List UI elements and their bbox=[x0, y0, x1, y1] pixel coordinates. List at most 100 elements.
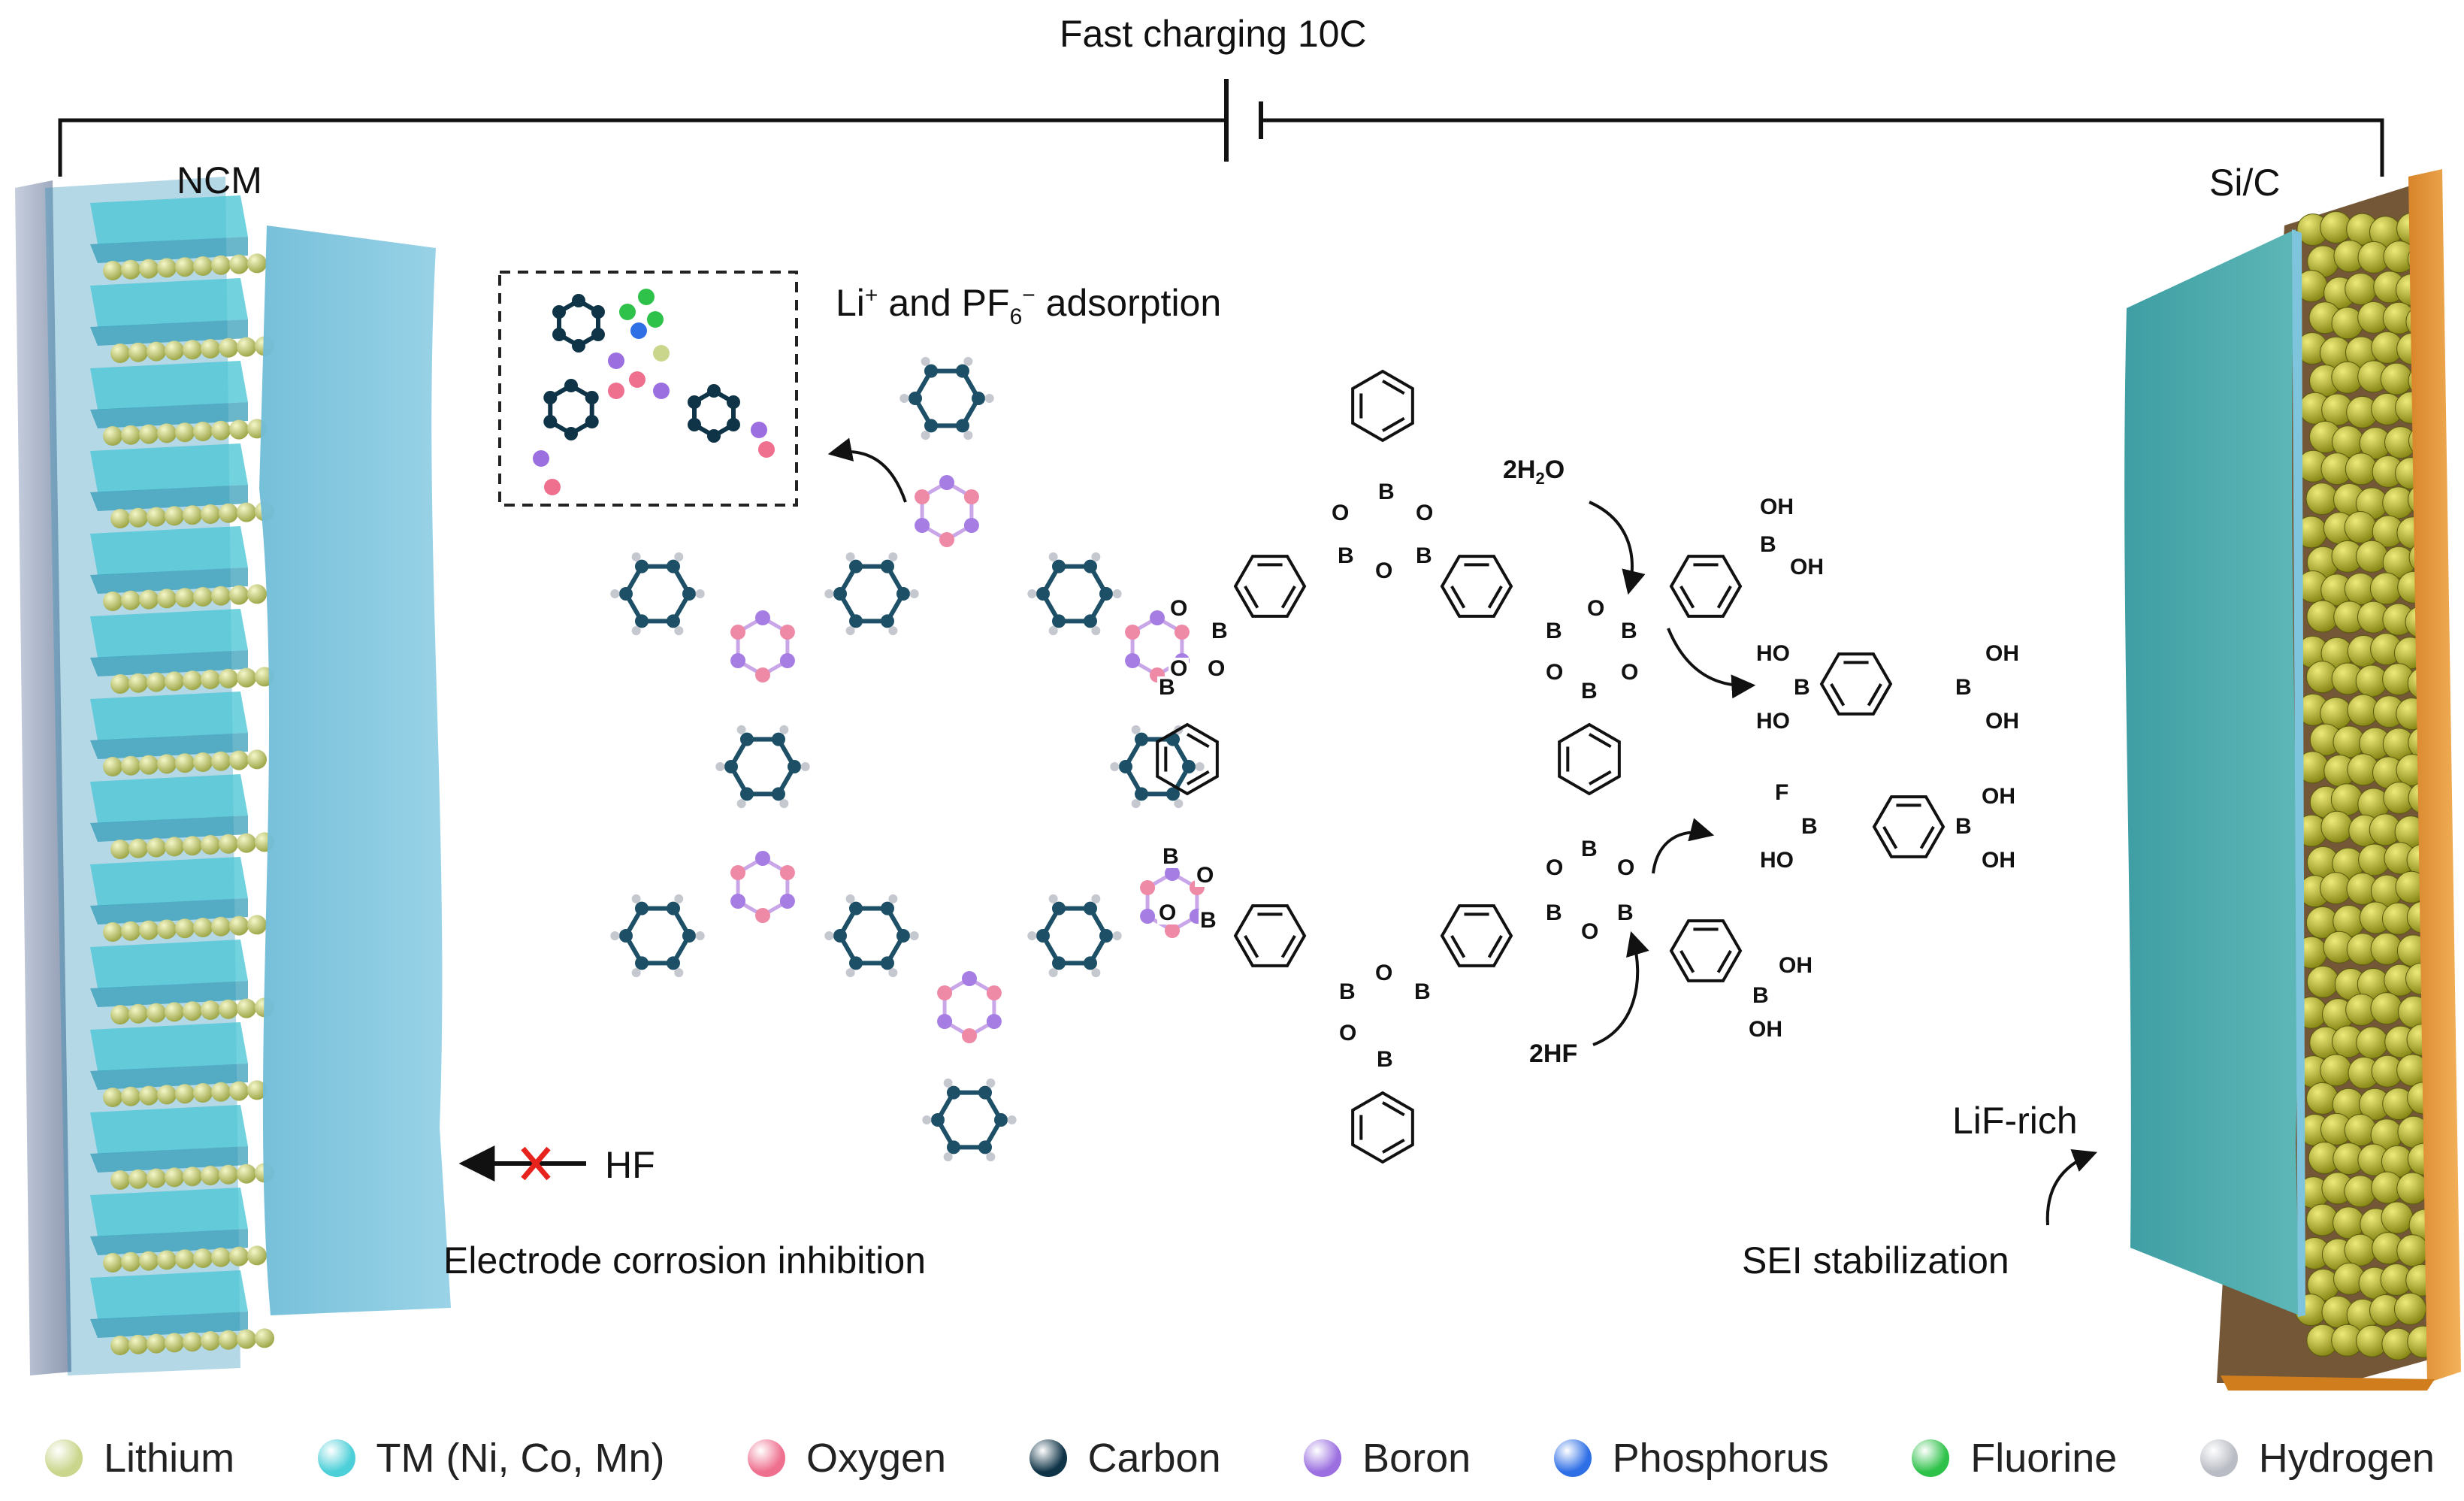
atom bbox=[552, 328, 567, 341]
atom bbox=[724, 760, 738, 773]
water-sub: 2 bbox=[1535, 468, 1545, 488]
silicon-particle bbox=[2345, 272, 2378, 305]
anode-sei-film bbox=[2124, 229, 2299, 1315]
reaction-arrows bbox=[1589, 501, 2097, 1226]
lithium-ion bbox=[237, 502, 256, 522]
lithium-ion bbox=[128, 673, 148, 693]
hydrogen-atom bbox=[674, 968, 684, 978]
silicon-particle bbox=[2356, 1026, 2389, 1059]
atom bbox=[667, 901, 680, 915]
atom bbox=[585, 391, 599, 404]
lithium-ion bbox=[211, 916, 231, 937]
lithium-ion bbox=[237, 1164, 256, 1184]
atom bbox=[924, 364, 938, 378]
atom bbox=[772, 732, 785, 746]
hydrogen-atom bbox=[631, 552, 641, 561]
lithium-ion bbox=[183, 340, 202, 360]
atom-label-b: B bbox=[1751, 983, 1770, 1008]
double-bond bbox=[1187, 770, 1210, 785]
silicon-particle bbox=[2396, 1172, 2429, 1205]
atom-label-o: O bbox=[1374, 961, 1395, 985]
atom bbox=[688, 395, 702, 409]
lithium-ion bbox=[139, 424, 159, 444]
oxygen-atom bbox=[755, 908, 770, 923]
double-bond bbox=[1716, 585, 1732, 609]
lithium-ion bbox=[193, 422, 213, 441]
silicon-particle bbox=[2393, 1292, 2426, 1325]
hydrogen-atom bbox=[921, 431, 930, 440]
silicon-particle bbox=[2381, 1201, 2414, 1234]
lithium-ion bbox=[110, 343, 130, 363]
lithium-ion bbox=[201, 1331, 220, 1351]
lithium-ion bbox=[110, 1005, 130, 1024]
hydrogen-atom bbox=[845, 626, 855, 636]
tm-oxide-slab bbox=[90, 774, 248, 823]
lithium-ion bbox=[128, 1334, 148, 1354]
atom bbox=[1135, 787, 1148, 801]
hydrogen-atom bbox=[1091, 626, 1101, 636]
lithium-ion bbox=[237, 833, 256, 853]
atom bbox=[931, 1113, 945, 1127]
atom bbox=[849, 956, 863, 970]
benzene-ring bbox=[1233, 555, 1307, 618]
hydrogen-atom bbox=[610, 589, 620, 598]
double-bond bbox=[1186, 733, 1210, 749]
atom bbox=[591, 328, 605, 341]
lithium-ion bbox=[110, 1170, 130, 1190]
atom bbox=[543, 391, 558, 404]
oxygen-atom bbox=[730, 625, 746, 640]
legend-label: TM (Ni, Co, Mn) bbox=[376, 1436, 665, 1481]
atom-label-ho: HO bbox=[1755, 641, 1791, 666]
atom bbox=[726, 395, 740, 409]
lithium-ion bbox=[193, 587, 213, 607]
lithium-ion bbox=[128, 507, 148, 528]
double-bond bbox=[1716, 949, 1732, 973]
lithium-ion bbox=[110, 674, 130, 694]
lithium-ion bbox=[175, 588, 195, 608]
hydrogen-atom bbox=[1131, 725, 1141, 734]
atom bbox=[572, 294, 585, 307]
benzene-ring bbox=[1233, 904, 1307, 967]
hydrogen-atom bbox=[1048, 552, 1058, 561]
inset-arrow bbox=[827, 437, 907, 503]
lif-label: LiF-rich bbox=[1952, 1100, 2078, 1142]
hydrogen-atom bbox=[1112, 589, 1122, 598]
lithium-ion bbox=[229, 585, 249, 605]
atom bbox=[647, 311, 664, 328]
hydrogen-atom bbox=[695, 589, 705, 598]
boron-atom bbox=[779, 653, 795, 668]
lithium-ion bbox=[121, 755, 141, 776]
lithium-ion bbox=[121, 1251, 141, 1272]
double-bond bbox=[1381, 380, 1405, 395]
silicon-particle bbox=[2369, 572, 2402, 605]
benzene-ring bbox=[1669, 555, 1743, 618]
atom-label-b: B bbox=[1544, 619, 1564, 643]
oxygen-atom bbox=[986, 985, 1002, 1000]
hydrogen-atom bbox=[800, 762, 810, 771]
adsorption-pf-charge: − bbox=[1022, 283, 1035, 308]
oxygen-atom bbox=[755, 667, 770, 682]
atom-label-b: B bbox=[1758, 532, 1778, 557]
lithium-ion bbox=[147, 837, 166, 858]
hydrogen-atom bbox=[610, 931, 620, 940]
legend-label: Phosphorus bbox=[1612, 1436, 1829, 1481]
lithium-ion bbox=[229, 1246, 249, 1266]
atom bbox=[608, 383, 624, 399]
anode-electrode bbox=[2124, 169, 2461, 1391]
atom-label-b: B bbox=[1954, 814, 1973, 839]
tm-oxide-slab bbox=[90, 1270, 248, 1319]
atom-label-b: B bbox=[1800, 814, 1819, 839]
lithium-ion bbox=[128, 1169, 148, 1189]
atom bbox=[630, 322, 647, 339]
legend-swatch bbox=[2199, 1439, 2238, 1477]
lithium-ion bbox=[247, 915, 267, 935]
lithium-ion bbox=[147, 1003, 166, 1023]
legend-label: Oxygen bbox=[806, 1436, 947, 1481]
lithium-ion bbox=[121, 259, 141, 280]
atom-label-b: B bbox=[1338, 979, 1357, 1004]
hydrogen-atom bbox=[1091, 968, 1101, 978]
atom-label-o: O bbox=[1586, 596, 1607, 621]
lithium-ion bbox=[229, 750, 249, 770]
lithium-ion bbox=[237, 667, 256, 688]
atom bbox=[849, 559, 863, 573]
